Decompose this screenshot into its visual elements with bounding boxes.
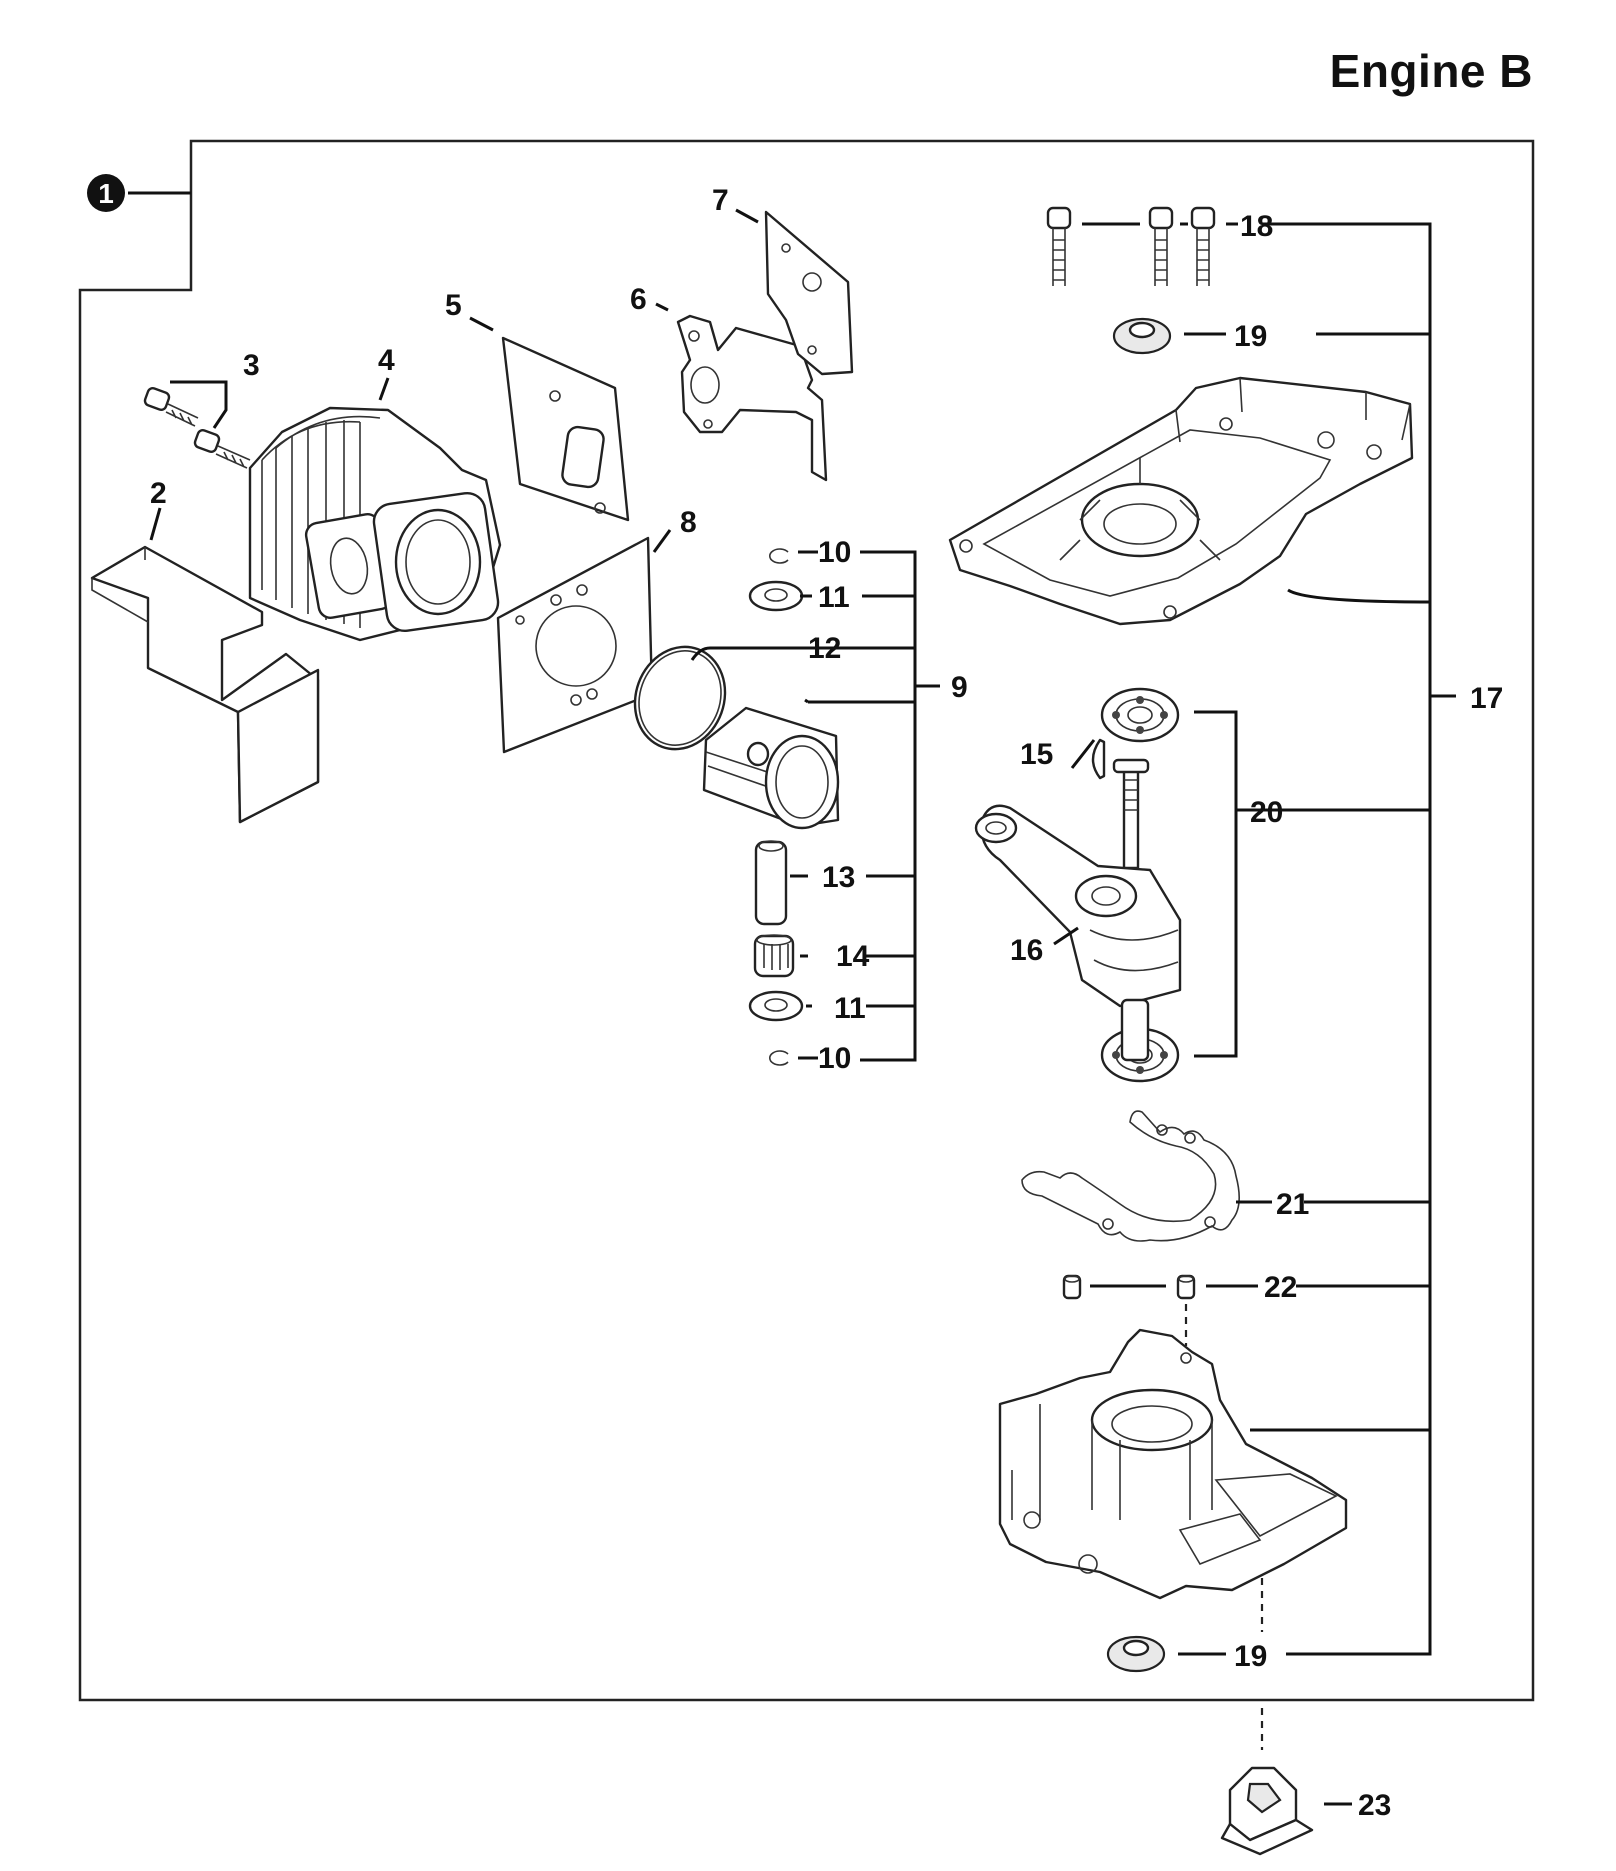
callout-8: 8 [680, 506, 697, 539]
callout-4: 4 [378, 344, 395, 377]
callout-21: 21 [1276, 1188, 1309, 1221]
callout-2-leader [149, 507, 162, 541]
callout-10-bottom: 10 [818, 1042, 851, 1075]
piston-leader [804, 698, 809, 704]
bracket-20 [1194, 710, 1252, 1058]
callout-15: 15 [1020, 738, 1053, 771]
part-15-woodruff-key[interactable] [1091, 738, 1106, 780]
part-11-washer-top[interactable] [748, 580, 804, 612]
callout-14: 14 [836, 940, 870, 973]
part-13-piston-pin[interactable] [754, 840, 788, 926]
part-19-oil-seal-bottom[interactable] [1106, 1635, 1166, 1673]
callout-19-top: 19 [1234, 320, 1267, 353]
callout-2: 2 [150, 477, 167, 510]
part-10-circlip-bottom[interactable] [769, 1050, 789, 1066]
callout-11-bottom: 11 [834, 992, 866, 1025]
bracket-17 [1236, 222, 1456, 1656]
callout-23: 23 [1358, 1789, 1391, 1822]
assembly-frame [78, 139, 1535, 1702]
callout-4-leader [378, 377, 390, 401]
part-6-intake-gasket[interactable] [676, 314, 828, 482]
callout-8-leader [652, 529, 672, 553]
item-leaders-9 [790, 550, 818, 1060]
callout-5-leader [469, 316, 494, 332]
crankcase-half-upper[interactable] [948, 376, 1414, 626]
callout-18: 18 [1240, 210, 1273, 243]
part-20-bearing-top[interactable] [1100, 687, 1180, 743]
part-3-screws[interactable] [143, 386, 251, 469]
callout-3-leader [170, 380, 228, 429]
callout-3: 3 [243, 349, 260, 382]
part-5-muffler-gasket[interactable] [501, 336, 630, 522]
callout-5: 5 [445, 289, 462, 322]
part-10-circlip-top[interactable] [769, 548, 789, 564]
part-2-heat-shield[interactable] [90, 545, 320, 824]
part-22-dowel-pins[interactable] [1062, 1274, 1196, 1300]
callout-7: 7 [712, 184, 729, 217]
callout-9: 9 [951, 671, 968, 704]
callout-19-bottom: 19 [1234, 1640, 1267, 1673]
part-21-crankcase-gasket[interactable] [1021, 1110, 1240, 1242]
callout-7-leader [735, 208, 759, 224]
part-14-needle-bearing[interactable] [753, 934, 795, 978]
part-23-anti-vibration-mount[interactable] [1220, 1766, 1314, 1856]
callout-16-leader [1053, 926, 1079, 946]
callout-13: 13 [822, 861, 855, 894]
callout-11-top: 11 [818, 581, 850, 614]
bracket-9 [710, 550, 917, 1062]
part-18-crankcase-screws[interactable] [1046, 206, 1216, 286]
callout-22: 22 [1264, 1271, 1297, 1304]
callout-12-leader [690, 646, 711, 661]
piston[interactable] [702, 706, 840, 830]
callout-20: 20 [1250, 796, 1283, 829]
callout-12: 12 [808, 632, 841, 665]
callout-6-leader [655, 302, 669, 312]
callout-6: 6 [630, 283, 647, 316]
page-title: Engine B [1329, 45, 1533, 97]
part-16-crankshaft[interactable] [974, 758, 1182, 1062]
part-7-insulator-plate[interactable] [764, 210, 854, 376]
part-4-cylinder[interactable] [248, 406, 502, 642]
part-12-piston-ring[interactable] [621, 634, 739, 762]
assembly-badge[interactable]: 1 [87, 174, 125, 212]
part-11-washer-bottom[interactable] [748, 990, 804, 1022]
part-19-oil-seal-top[interactable] [1112, 317, 1172, 355]
callout-10-top: 10 [818, 536, 851, 569]
part-8-cylinder-gasket[interactable] [496, 536, 654, 754]
callout-15-leader [1070, 739, 1096, 769]
assembly-badge-number: 1 [98, 178, 114, 209]
callout-16: 16 [1010, 934, 1043, 967]
crankcase-half-lower[interactable] [998, 1328, 1348, 1600]
callout-17: 17 [1470, 682, 1503, 715]
